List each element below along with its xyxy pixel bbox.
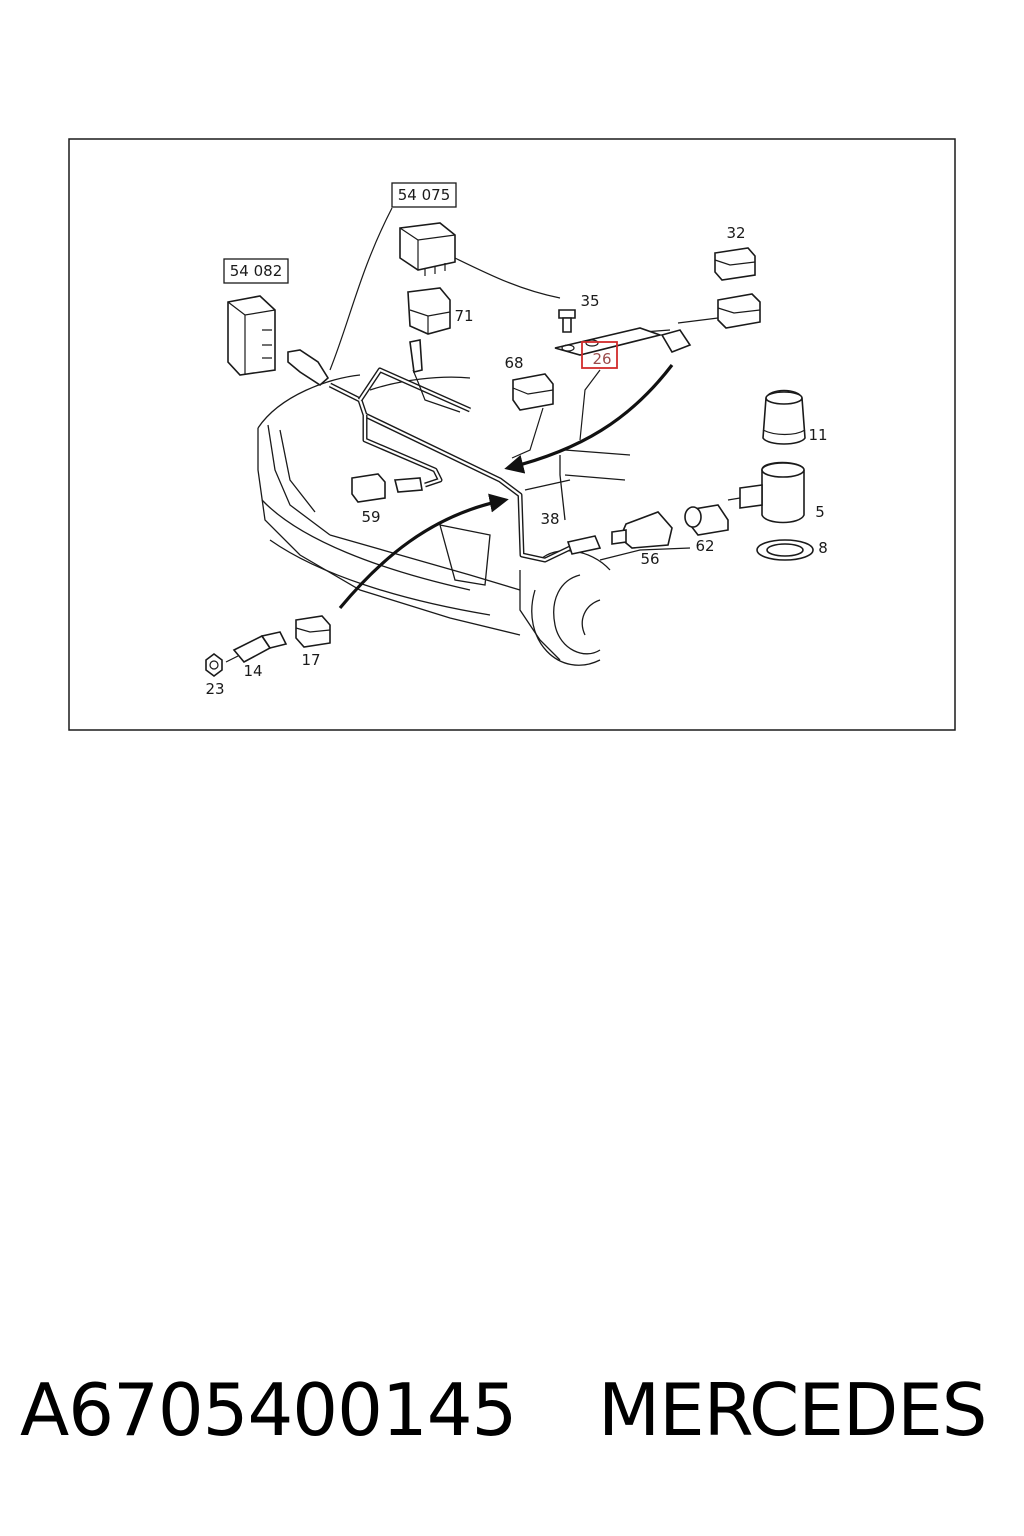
callout-71: 71 (454, 307, 473, 325)
connector-block (512, 373, 554, 411)
protective-boot (611, 511, 673, 549)
parts-diagram: 54 075 54 082 32 35 71 68 26 11 5 8 62 5… (68, 138, 956, 731)
terminal-plug (660, 329, 692, 353)
connector-plug (287, 349, 330, 387)
pointer-arrow-upper (504, 364, 674, 474)
box-label-relay: 54 075 (398, 186, 451, 204)
cap-component (762, 389, 806, 445)
callout-62: 62 (695, 537, 714, 555)
callout-11: 11 (808, 426, 827, 444)
relay-socket-component (407, 287, 451, 373)
diagram-frame (68, 138, 956, 731)
wiring-harness (328, 207, 719, 563)
callout-32: 32 (726, 224, 745, 242)
callout-14: 14 (243, 662, 262, 680)
bolt-component (558, 309, 576, 333)
callout-17: 17 (301, 651, 320, 669)
part-number: A6705400145 (20, 1368, 517, 1452)
callout-5: 5 (815, 503, 825, 521)
harness-terminal (566, 535, 602, 555)
sensor-component (727, 461, 805, 524)
bushing-component (684, 504, 729, 536)
brand-name: MERCEDES (598, 1368, 987, 1452)
callout-26: 26 (592, 350, 611, 368)
control-unit-component (227, 295, 276, 376)
callout-8: 8 (818, 539, 828, 557)
caption-bar: A6705400145 MERCEDES (0, 1368, 1024, 1478)
callout-highlight-box (581, 341, 618, 369)
box-label-control-unit: 54 082 (230, 262, 283, 280)
pointer-arrow-lower (338, 493, 509, 610)
callout-56: 56 (640, 550, 659, 568)
callout-38: 38 (540, 510, 559, 528)
seal-ring (756, 539, 814, 561)
callout-23: 23 (205, 680, 224, 698)
vehicle-outline (257, 374, 691, 666)
connector-housing-top (714, 247, 756, 281)
callout-35: 35 (580, 292, 599, 310)
relay-component (399, 222, 456, 276)
threaded-sensor (225, 631, 288, 664)
callout-68: 68 (504, 354, 523, 372)
connector-housing-lower (717, 293, 761, 329)
switch-housing (295, 615, 331, 648)
callout-59: 59 (361, 508, 380, 526)
hex-nut (205, 653, 223, 677)
plug-connector (351, 473, 423, 503)
